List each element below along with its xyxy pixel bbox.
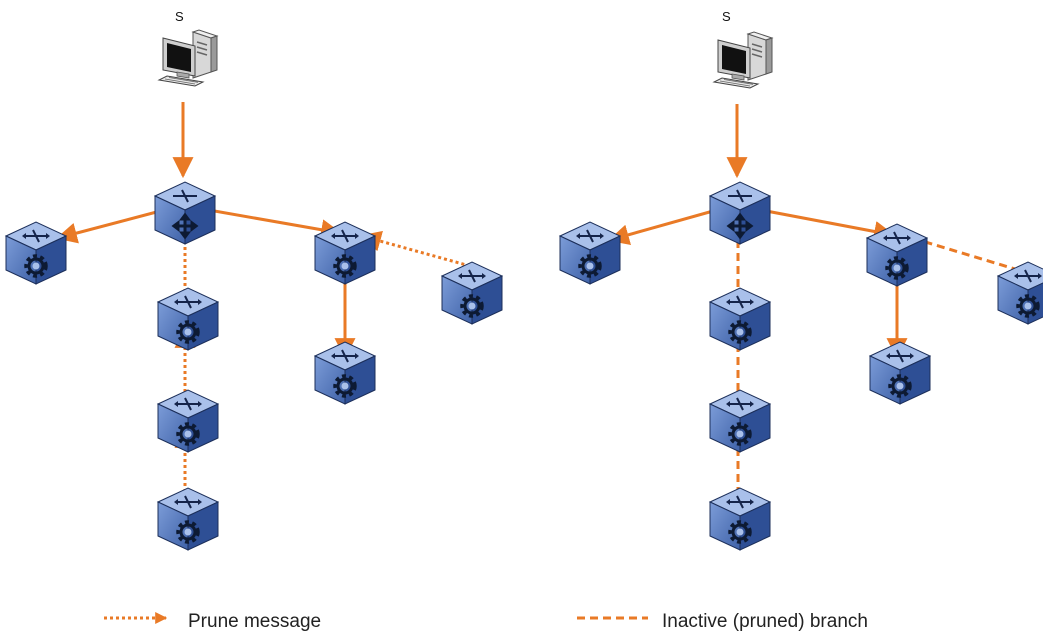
router-right-lower-icon-r (868, 340, 932, 406)
left-diagram: S (4, 9, 504, 552)
source-computer-icon-r (713, 31, 773, 89)
legend-prune-label: Prune message (188, 611, 321, 632)
legend-inactive: Inactive (pruned) branch (577, 611, 868, 632)
prune-far-right (359, 230, 471, 268)
source-computer-icon (158, 29, 218, 87)
router-right-icon (313, 220, 377, 286)
router-far-right-icon-r (996, 260, 1043, 326)
router-root-icon-r (708, 180, 772, 246)
legend-prune: Prune message (104, 611, 321, 632)
source-label-r: S (722, 9, 731, 24)
router-chain-3-icon (156, 486, 220, 552)
router-right-icon-r (865, 222, 929, 288)
router-left-icon-r (558, 220, 622, 286)
router-chain-2-icon (156, 388, 220, 454)
source-label: S (175, 9, 184, 24)
router-chain-1-icon-r (708, 286, 772, 352)
router-chain-1-icon (156, 286, 220, 352)
router-chain-3-icon-r (708, 486, 772, 552)
legend-inactive-label: Inactive (pruned) branch (662, 611, 868, 632)
router-root-icon (153, 180, 217, 246)
pruned-far-right-r (911, 236, 1026, 274)
router-left-icon (4, 220, 68, 286)
legend: Prune message Inactive (pruned) branch (104, 611, 868, 632)
right-diagram: S (558, 9, 1043, 552)
router-chain-2-icon-r (708, 388, 772, 454)
router-far-right-icon (440, 260, 504, 326)
router-right-lower-icon (313, 340, 377, 406)
